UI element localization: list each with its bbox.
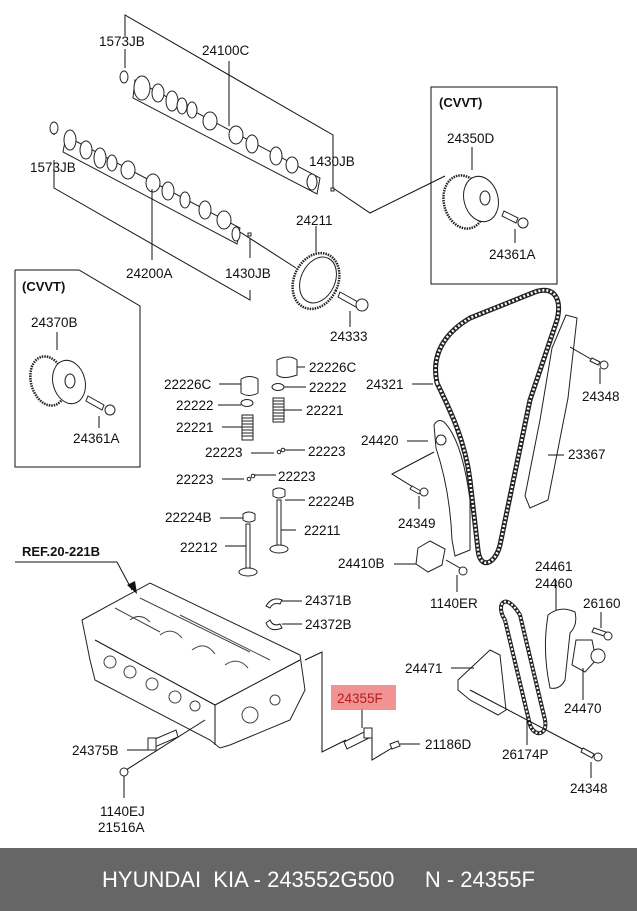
label-24350d: 24350D bbox=[447, 131, 495, 146]
cvvt-box-intake bbox=[14, 269, 141, 468]
parts-diagram: 1573JB 24100C 1430JB 1573JB 24200A 1430J… bbox=[14, 14, 621, 835]
camshaft-intake bbox=[49, 121, 297, 269]
sprocket-bolt bbox=[337, 291, 369, 327]
label-24461: 24461 bbox=[535, 559, 573, 574]
tensioner-24410b bbox=[394, 540, 468, 592]
label-22221-right: 22221 bbox=[306, 403, 344, 418]
label-24333: 24333 bbox=[330, 329, 368, 344]
footer-text: HYUNDAI KIA - 243552G500 N - 24355F bbox=[102, 866, 535, 892]
camshaft-exhaust bbox=[119, 61, 335, 195]
label-24420: 24420 bbox=[361, 433, 399, 448]
label-26174p: 26174P bbox=[502, 747, 549, 762]
label-22223-b: 22223 bbox=[308, 444, 346, 459]
cylinder-head bbox=[81, 582, 393, 761]
label-22222-right: 22222 bbox=[309, 380, 347, 395]
label-1430jb-top: 1430JB bbox=[309, 154, 355, 169]
label-24100c: 24100C bbox=[202, 43, 250, 58]
ocv-24355f[interactable] bbox=[343, 708, 420, 750]
label-24348-top: 24348 bbox=[582, 389, 620, 404]
label-24460: 24460 bbox=[535, 576, 573, 591]
tensioner-arm-24420 bbox=[390, 420, 471, 557]
chain-guide-23367 bbox=[524, 314, 609, 509]
label-24211: 24211 bbox=[296, 213, 333, 228]
label-23367: 23367 bbox=[568, 447, 606, 462]
label-1573jb-bottom: 1573JB bbox=[30, 160, 76, 175]
label-24410b: 24410B bbox=[338, 556, 385, 571]
label-22223-c: 22223 bbox=[176, 472, 214, 487]
label-24321: 24321 bbox=[366, 377, 404, 392]
label-1140ej: 1140EJ bbox=[100, 804, 145, 819]
label-22211: 22211 bbox=[304, 523, 341, 538]
label-24375b: 24375B bbox=[72, 743, 119, 758]
label-1430jb-bottom: 1430JB bbox=[225, 266, 271, 281]
label-24371b: 24371B bbox=[305, 593, 352, 608]
valve-train bbox=[218, 356, 306, 577]
label-24361a-right: 24361A bbox=[489, 247, 536, 262]
ocv-24375b bbox=[119, 719, 206, 798]
label-24470: 24470 bbox=[564, 701, 602, 716]
label-24370b: 24370B bbox=[31, 315, 78, 330]
cvvt-title-right: (CVVT) bbox=[439, 95, 482, 110]
oil-pump-chain-assembly bbox=[451, 580, 613, 778]
label-22224b-left: 22224B bbox=[165, 510, 212, 525]
label-21186d: 21186D bbox=[425, 737, 472, 752]
label-22223-a: 22223 bbox=[205, 445, 243, 460]
camshaft-bearings bbox=[265, 598, 302, 631]
label-22212: 22212 bbox=[180, 540, 218, 555]
label-26160: 26160 bbox=[583, 596, 621, 611]
ref-label[interactable]: REF.20-221B bbox=[22, 544, 100, 559]
cvvt-box-exhaust bbox=[430, 86, 558, 285]
label-22226c-right: 22226C bbox=[309, 360, 357, 375]
label-22223-d: 22223 bbox=[278, 469, 316, 484]
label-24471: 24471 bbox=[405, 661, 443, 676]
label-22221-left: 22221 bbox=[176, 420, 214, 435]
label-24348-bottom: 24348 bbox=[570, 781, 608, 796]
label-24355f[interactable]: 24355F bbox=[337, 691, 383, 706]
label-22222-left: 22222 bbox=[176, 398, 214, 413]
camshaft-sprocket bbox=[291, 226, 341, 311]
label-24361a-left: 24361A bbox=[73, 431, 120, 446]
label-21516a: 21516A bbox=[98, 820, 145, 835]
label-22226c-left: 22226C bbox=[164, 377, 212, 392]
label-24349: 24349 bbox=[398, 516, 436, 531]
label-1140er: 1140ER bbox=[430, 596, 478, 611]
cvvt-title-left: (CVVT) bbox=[22, 279, 65, 294]
label-24372b: 24372B bbox=[305, 617, 352, 632]
label-1573jb-top: 1573JB bbox=[99, 34, 145, 49]
ref-arrow bbox=[15, 561, 137, 594]
highlight-box bbox=[331, 685, 396, 710]
label-24200a: 24200A bbox=[126, 266, 173, 281]
part-number-footer: HYUNDAI KIA - 243552G500 N - 24355F bbox=[0, 848, 637, 911]
timing-chain bbox=[412, 287, 561, 565]
label-22224b-right: 22224B bbox=[308, 494, 355, 509]
